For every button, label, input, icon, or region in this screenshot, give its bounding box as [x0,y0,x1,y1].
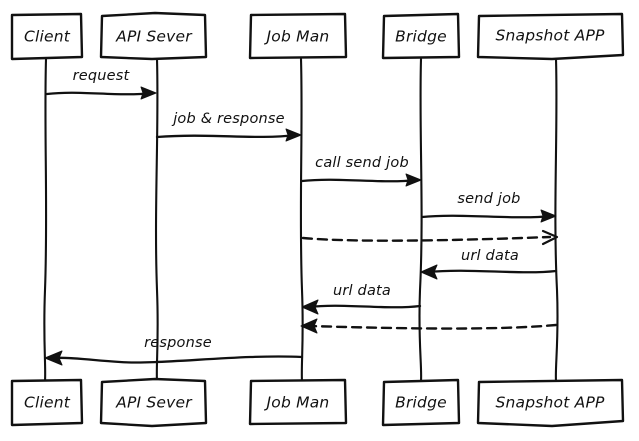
participant-header-boxes: Client API Sever Job Man Bridge Snapshot… [10,11,625,61]
participant-footer-snapshot-app-frame [476,378,625,428]
lifeline-api [154,57,159,383]
message-send-job-line [420,214,553,219]
participant-header-api-sever-label: API Sever [115,28,193,46]
participant-footer-api-sever-frame [99,377,208,428]
lifeline-snapshot [554,57,559,383]
message-job-and-response-arrowhead [285,128,302,142]
message-response-label: response [144,335,212,351]
participant-header-snapshot-app[interactable]: Snapshot APP [476,12,625,61]
message-call-send-job[interactable]: call send job [300,155,422,187]
participant-header-client[interactable]: Client [10,12,84,61]
message-job-and-response[interactable]: job & response [155,111,302,142]
message-url-data-bridge-to-jobman-label: url data [333,283,391,299]
participant-header-api-sever[interactable]: API Sever [99,11,208,61]
message-request-line [45,91,154,96]
participant-header-bridge-label: Bridge [395,28,447,46]
message-job-and-response-label: job & response [171,111,285,127]
participant-header-client-frame [10,12,84,61]
participant-footer-api-sever-label: API Sever [115,394,193,412]
message-dashed-snapshot-to-jobman[interactable] [300,318,558,334]
message-call-send-job-label: call send job [315,155,409,171]
participant-footer-client-label: Client [24,394,71,412]
participant-footer-client[interactable]: Client [10,378,84,427]
participant-header-job-man[interactable]: Job Man [248,12,348,60]
lifeline-bridge [418,57,423,383]
participant-header-bridge-frame [381,12,461,60]
message-url-data-bridge-to-jobman-line [307,304,422,309]
participant-footer-bridge[interactable]: Bridge [381,378,461,427]
message-url-data-bridge-to-jobman[interactable]: url data [301,283,422,315]
message-call-send-job-arrowhead [405,173,422,187]
message-send-job-arrowhead [540,209,557,223]
participant-footer-job-man-frame [248,378,348,426]
message-send-job-label: send job [457,191,520,207]
message-request[interactable]: request [45,68,157,100]
message-send-job[interactable]: send job [420,191,557,223]
lifelines-group [43,57,559,383]
participant-footer-snapshot-app-label: Snapshot APP [495,394,605,412]
message-url-data-snapshot-to-bridge-line [426,269,558,274]
participant-footer-job-man[interactable]: Job Man [248,378,348,426]
message-response-arrowhead [44,350,63,366]
participant-footer-client-frame [10,378,84,427]
message-dashed-snapshot-to-jobman-arrowhead [300,318,318,334]
message-job-and-response-line [155,133,298,139]
participant-header-job-man-frame [248,12,348,60]
message-dashed-jobman-to-snapshot[interactable] [301,229,559,246]
participant-footer-boxes: Client API Sever Job Man Bridge Snapshot… [10,377,625,428]
participant-footer-bridge-label: Bridge [395,394,447,412]
message-url-data-snapshot-to-bridge-arrowhead [420,264,438,280]
message-response-line [51,355,304,364]
message-dashed-jobman-to-snapshot-arrowhead [541,229,559,246]
message-call-send-job-line [300,178,418,183]
message-dashed-snapshot-to-jobman-line [307,323,558,330]
participant-header-job-man-label: Job Man [264,28,330,46]
participant-footer-job-man-label: Job Man [264,394,330,412]
message-request-arrowhead [140,86,157,100]
lifeline-client [43,57,48,383]
participant-header-snapshot-app-frame [476,12,625,61]
message-url-data-bridge-to-jobman-arrowhead [301,299,319,315]
participant-header-api-sever-frame [99,11,208,61]
message-request-label: request [73,68,131,84]
participant-footer-snapshot-app[interactable]: Snapshot APP [476,378,625,428]
message-url-data-snapshot-to-bridge-label: url data [461,248,519,264]
message-response[interactable]: response [44,335,304,366]
message-url-data-snapshot-to-bridge[interactable]: url data [420,248,558,280]
participant-header-client-label: Client [24,28,71,46]
participant-header-snapshot-app-label: Snapshot APP [495,27,605,45]
lifeline-jobman [299,57,304,383]
participant-header-bridge[interactable]: Bridge [381,12,461,60]
participant-footer-api-sever[interactable]: API Sever [99,377,208,428]
participant-footer-bridge-frame [381,378,461,427]
message-dashed-jobman-to-snapshot-line [301,235,552,242]
